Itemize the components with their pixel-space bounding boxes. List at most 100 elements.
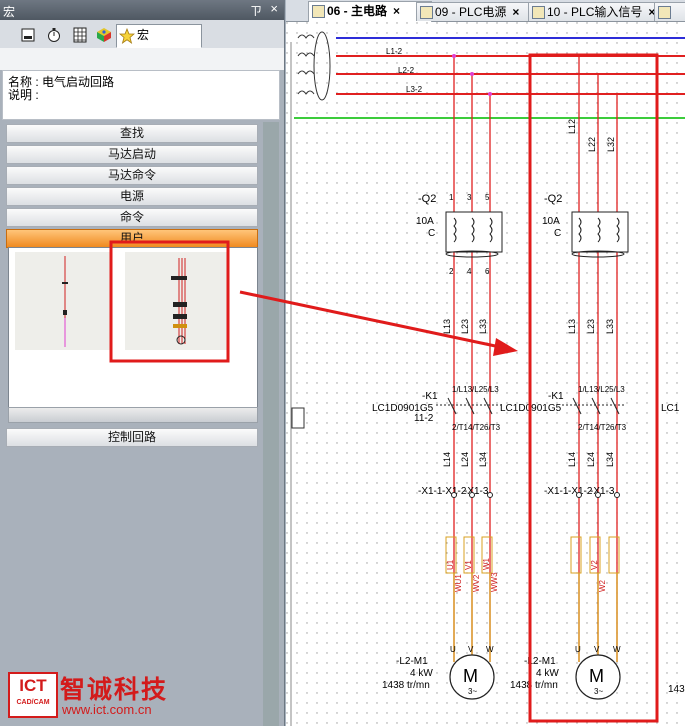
panel-titlebar: 宏 ㄗ ×: [0, 0, 284, 20]
star-icon: [119, 28, 135, 44]
grid-icon: [73, 27, 87, 43]
terminal-strip-1[interactable]: -X1-1 -X1-2 -X1-3: [418, 486, 493, 498]
dot-grid: [286, 22, 685, 726]
svg-text:1/L13/L25/L3: 1/L13/L25/L3: [452, 385, 499, 394]
doc-tab-main-circuit[interactable]: 06 - 主电路×: [308, 1, 432, 22]
colorful-cube-icon: [97, 28, 111, 42]
group-search[interactable]: 查找: [6, 124, 258, 143]
info-strip: [0, 48, 284, 70]
tab-timer[interactable]: [42, 24, 66, 46]
tab-blocks[interactable]: [92, 24, 116, 46]
svg-text:M: M: [463, 666, 478, 686]
breaker-q2-2[interactable]: -Q2 10A C: [542, 193, 629, 258]
tab-documents[interactable]: [16, 24, 40, 46]
edge-label-speed: 143: [668, 684, 685, 695]
page-icon: [532, 6, 545, 19]
close-tab-icon[interactable]: ×: [512, 5, 520, 19]
macro-info-box: 名称 : 电气启动回路 说明 :: [2, 70, 280, 120]
svg-text:-X1-1: -X1-1: [418, 486, 443, 497]
svg-text:L33: L33: [478, 319, 488, 334]
doc-tab-label: 09 - PLC电源: [435, 5, 507, 19]
low-wire-labels-1: L14 L24 L34: [442, 452, 488, 467]
terminal-strip-2[interactable]: -X1-1 -X1-2 -X1-3: [544, 486, 620, 498]
svg-text:2/T14/T26/T3: 2/T14/T26/T3: [578, 423, 627, 432]
group-motor-command[interactable]: 马达命令: [6, 166, 258, 185]
panel-tabbar: 宏: [0, 20, 284, 49]
svg-text:L23: L23: [460, 319, 470, 334]
thumbnail-scrollbar[interactable]: [8, 407, 258, 423]
panel-title: 宏: [3, 5, 16, 19]
group-command[interactable]: 命令: [6, 208, 258, 227]
svg-text:-L2-M1: -L2-M1: [524, 656, 556, 667]
svg-text:V: V: [468, 645, 474, 654]
svg-text:-Q2: -Q2: [418, 193, 436, 205]
svg-text:V1: V1: [464, 560, 473, 570]
watermark: ICT CAD/CAM 智诚科技 www.ict.com.cn: [8, 672, 278, 720]
tab-grid[interactable]: [68, 24, 92, 46]
contactor-k1-1[interactable]: -K1 LC1D0901G5 11-2 1/L13/L25/L3 2/T14/T…: [372, 385, 501, 432]
macro-name: 名称 : 电气启动回路: [8, 75, 115, 89]
wire-number-text-2: V2 W2: [590, 560, 607, 592]
motor-m1-2[interactable]: M 3~ -L2-M1 4 kW 1438 tr/mn: [510, 654, 621, 700]
svg-text:C: C: [428, 228, 435, 239]
wire-junctions: [452, 54, 492, 96]
close-icon[interactable]: ×: [270, 1, 278, 16]
svg-text:2: 2: [449, 267, 454, 276]
svg-text:-K1: -K1: [422, 391, 438, 402]
svg-text:W: W: [486, 645, 494, 654]
svg-text:L24: L24: [460, 452, 470, 467]
svg-text:6: 6: [485, 267, 490, 276]
thumbnail-1-preview: [62, 256, 68, 347]
close-tab-icon[interactable]: ×: [393, 4, 401, 18]
wire-number-text-1: U1 V1 W1 WU1 WV2 WW3: [446, 557, 499, 592]
company-url: www.ict.com.cn: [62, 702, 152, 717]
tab-macros-label: 宏: [137, 28, 150, 42]
pin-icon[interactable]: ㄗ: [249, 4, 262, 18]
svg-text:W2: W2: [598, 579, 607, 592]
svg-text:L14: L14: [442, 452, 452, 467]
svg-text:L13: L13: [442, 319, 452, 334]
macro-thumbnail-2[interactable]: [125, 252, 227, 350]
macro-description: 说明 :: [8, 88, 39, 102]
doc-tab-plc-input[interactable]: 10 - PLC输入信号×: [528, 2, 670, 21]
left-edge-connector: [291, 407, 305, 429]
svg-text:4 kW: 4 kW: [536, 668, 559, 679]
schematic-canvas[interactable]: L1-2 L2-2 L3-2 L12 L22 L32 -Q2 10A C: [286, 22, 685, 726]
doc-tab-plc-power[interactable]: 09 - PLC电源 ×: [416, 2, 544, 21]
macro-thumbnail-1[interactable]: [15, 252, 111, 350]
page-icon: [420, 6, 433, 19]
svg-text:U: U: [450, 645, 456, 654]
svg-text:-X1-2: -X1-2: [442, 486, 467, 497]
svg-text:L13: L13: [567, 319, 577, 334]
svg-text:M: M: [589, 666, 604, 686]
svg-text:3: 3: [467, 193, 472, 202]
circuit-highlight-box: [528, 53, 659, 723]
svg-text:WU1: WU1: [454, 574, 463, 592]
motor-pins-2: U V W: [575, 645, 621, 654]
svg-text:L24: L24: [586, 452, 596, 467]
svg-text:L34: L34: [478, 452, 488, 467]
tab-macros[interactable]: 宏: [116, 24, 202, 48]
group-power[interactable]: 电源: [6, 187, 258, 206]
circuit-1-wires: [453, 56, 491, 662]
svg-text:4: 4: [467, 267, 472, 276]
panel-vertical-scrollbar[interactable]: [263, 122, 279, 726]
mid-wire-labels-1: L13 L23 L33: [442, 319, 488, 334]
mid-wire-labels-2: L13 L23 L33: [567, 319, 615, 334]
svg-text:2/T14/T26/T3: 2/T14/T26/T3: [452, 423, 501, 432]
bus-label-l2: L2-2: [398, 66, 415, 75]
svg-text:WW3: WW3: [490, 572, 499, 592]
svg-text:-X1-1: -X1-1: [544, 486, 569, 497]
group-control-circuit[interactable]: 控制回路: [6, 428, 258, 447]
wire-label-l22: L22: [587, 137, 597, 152]
svg-text:3~: 3~: [594, 687, 603, 696]
document-icon: [21, 28, 35, 42]
doc-tab-more[interactable]: [654, 2, 685, 21]
close-tab-icon[interactable]: ×: [648, 5, 656, 19]
svg-text:W1: W1: [482, 557, 491, 570]
motor-pins-1: U V W: [450, 645, 494, 654]
breaker-q2-1[interactable]: -Q2 10A C 1 3 5 2 4 6: [416, 193, 503, 276]
motor-m1-1[interactable]: M 3~ -L2-M1 4 kW 1438 tr/mn: [382, 654, 495, 700]
svg-text:-X1-3: -X1-3: [590, 486, 615, 497]
group-motor-start[interactable]: 马达启动: [6, 145, 258, 164]
